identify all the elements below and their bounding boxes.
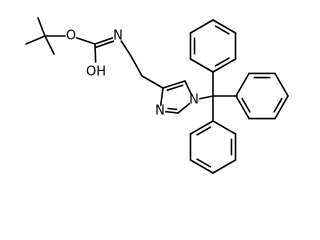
bond-C5-N1	[184, 80, 193, 96]
chemical-structure: O OH N N N	[25, 17, 289, 174]
phenyl-3-double-5	[196, 126, 212, 136]
bond-C4-C5	[162, 80, 186, 89]
phenyl-1-double-3	[214, 25, 230, 35]
phenyl-2-double-3	[273, 97, 283, 113]
phenyl-3-bond-5	[189, 120, 214, 135]
phenyl-ring-1	[189, 19, 237, 97]
bond-Cq-Cme2	[25, 35, 46, 45]
phenyl-3-bond-0	[212, 120, 237, 135]
atom-label-Nh: N	[113, 29, 123, 44]
phenyl-1-double-5	[214, 57, 230, 67]
phenyl-1-bond-2	[189, 19, 214, 34]
phenyl-3-bond-2	[212, 159, 237, 174]
phenyl-3-double-3	[196, 158, 212, 168]
phenyl-1-bond-5	[212, 58, 237, 73]
bond-layer	[25, 17, 214, 114]
phenyl-1-bond-0	[189, 58, 214, 73]
phenyl-2-bond-0	[235, 72, 250, 97]
phenyl-2-bond-5	[235, 95, 250, 120]
phenyl-2-double-5	[241, 97, 251, 113]
bond-Cq-Cme1	[37, 17, 46, 37]
bond-Cq-Cme3	[44, 35, 55, 55]
atom-label-Ooh: OH	[86, 65, 106, 80]
phenyl-3-bond-3	[189, 159, 214, 174]
phenyl-ring-layer	[189, 19, 289, 174]
bond-Cb-C4	[141, 75, 164, 89]
bond-C2-N3-second	[167, 107, 178, 111]
atom-label-N3: N	[155, 104, 165, 119]
atom-label-layer: O OH N N N	[66, 29, 199, 119]
bond-N1-Ct	[199, 95, 214, 100]
bond-Cc-Nh	[94, 37, 114, 45]
bond-Ca-Cb	[130, 55, 143, 77]
bond-C4-C5-second	[166, 84, 184, 91]
bond-N1-C2	[177, 102, 191, 114]
phenyl-2-bond-3	[274, 95, 289, 120]
phenyl-2-bond-2	[274, 72, 289, 97]
bond-Cc-Ooh	[94, 43, 97, 63]
bond-N3-C4	[159, 87, 164, 106]
atom-label-N1: N	[189, 93, 199, 108]
phenyl-1-bond-3	[212, 19, 237, 34]
phenyl-ring-2	[212, 72, 289, 120]
bond-C2-N3	[165, 110, 179, 114]
bond-Oe-Cc	[75, 37, 96, 45]
bond-Nh-Ca	[120, 40, 132, 57]
phenyl-ring-3	[189, 95, 237, 174]
atom-label-Oe: O	[66, 29, 76, 44]
bond-Cc-Nh-second	[95, 40, 115, 49]
